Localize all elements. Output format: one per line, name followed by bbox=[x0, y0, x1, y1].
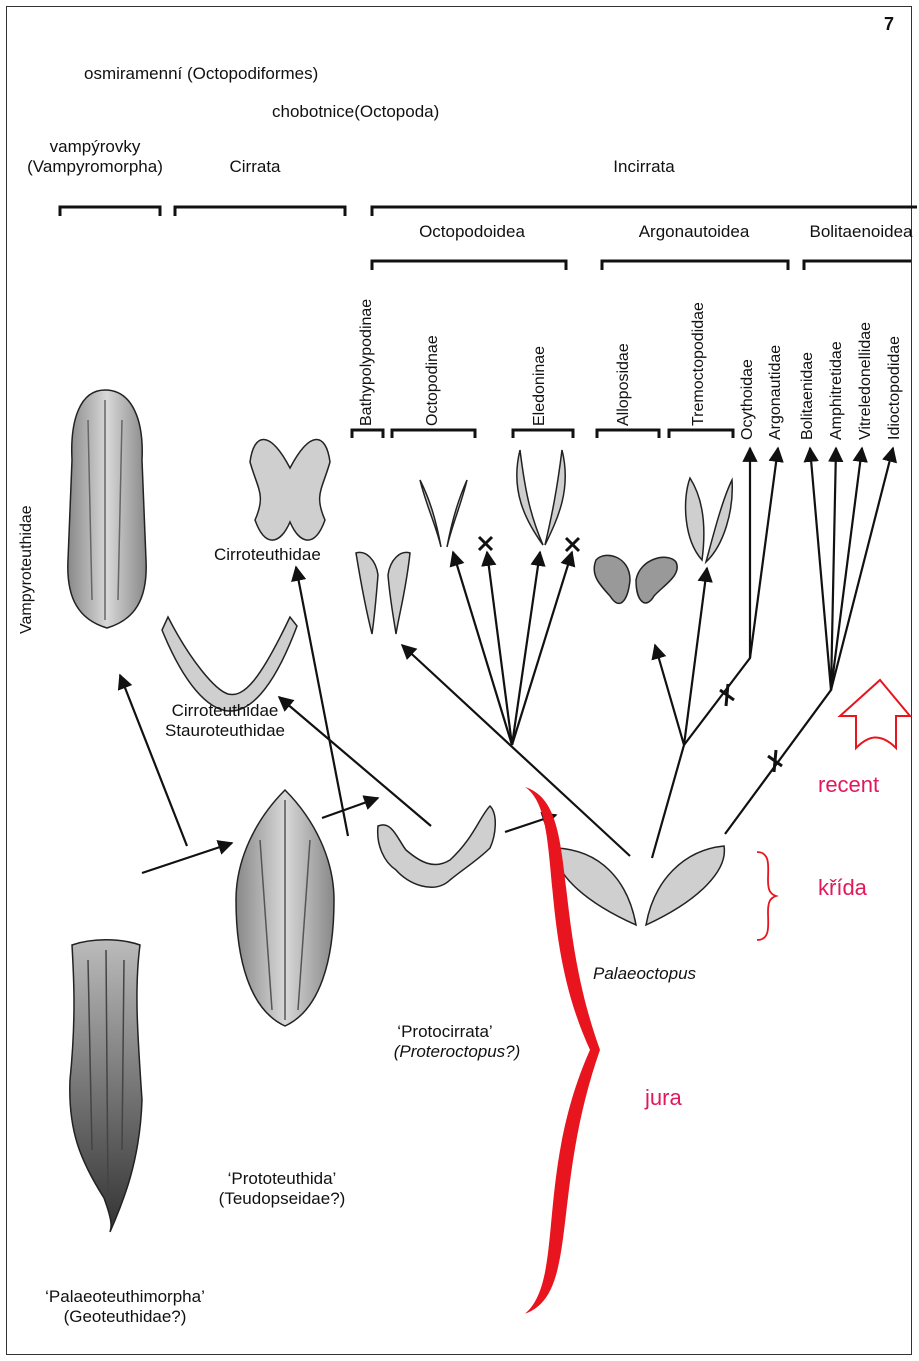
bracket-tremoctopodidae bbox=[669, 430, 733, 438]
fossil-palaeoctopus bbox=[556, 846, 725, 925]
tree-branches bbox=[120, 448, 893, 873]
bracket-cirrata bbox=[175, 207, 345, 216]
bracket-alloposidae bbox=[597, 430, 659, 438]
vampyromorpha-label-2: (Vampyromorpha) bbox=[27, 157, 163, 177]
brace-kreda bbox=[757, 852, 776, 940]
fossil-label-cirroteuthidae: Cirroteuthidae bbox=[214, 545, 321, 565]
family-alloposidae: Alloposidae bbox=[615, 343, 633, 426]
fossil-label-palaeoctopus: Palaeoctopus bbox=[593, 964, 696, 984]
fossil-label-geoteuthidae: (Geoteuthidae?) bbox=[64, 1307, 187, 1327]
family-argonautidae: Argonautidae bbox=[767, 345, 785, 440]
family-amphitretidae: Amphitretidae bbox=[828, 341, 846, 440]
fossil-alloposidae bbox=[594, 555, 677, 603]
fossil-cirroteuthidae-stauroteuthidae bbox=[162, 617, 297, 711]
fossil-tremoctopodidae bbox=[686, 478, 733, 562]
octopodoidea-label: Octopodoidea bbox=[419, 222, 525, 242]
fossil-label-teudopseidae: (Teudopseidae?) bbox=[219, 1189, 346, 1209]
fossil-prototeuthida bbox=[236, 790, 334, 1026]
fossil-label-protocirrata: ‘Protocirrata’ bbox=[397, 1022, 492, 1042]
page-number: 7 bbox=[884, 14, 894, 36]
argonautoidea-label: Argonautoidea bbox=[639, 222, 750, 242]
fossil-label-cirroteuthidae-2: Cirroteuthidae bbox=[172, 701, 279, 721]
fossil-cirroteuthidae bbox=[250, 439, 330, 540]
cirrata-label: Cirrata bbox=[229, 157, 280, 177]
family-eledoninae: Eledoninae bbox=[531, 346, 549, 426]
family-vampyroteuthidae: Vampyroteuthidae bbox=[18, 505, 36, 634]
recent-arrow bbox=[840, 680, 910, 748]
fossil-palaeoteuthimorpha bbox=[70, 940, 142, 1232]
vampyromorpha-label-1: vampýrovky bbox=[50, 137, 141, 157]
bolitaenoidea-label: Bolitaenoidea bbox=[809, 222, 912, 242]
octopodiformes-label: osmiramenní (Octopodiformes) bbox=[84, 64, 318, 84]
period-jura: jura bbox=[645, 1085, 682, 1111]
family-ocythoidae: Ocythoidae bbox=[739, 359, 757, 440]
bracket-argonautoidea bbox=[602, 261, 788, 270]
family-bathypolypodinae: Bathypolypodinae bbox=[358, 299, 376, 426]
bracket-bolitaenoidea bbox=[804, 261, 911, 270]
octopoda-label: chobotnice(Octopoda) bbox=[272, 102, 439, 122]
bracket-vampyromorpha bbox=[60, 207, 160, 216]
incirrata-label: Incirrata bbox=[613, 157, 674, 177]
period-krida: křída bbox=[818, 875, 867, 901]
bracket-octopodinae bbox=[392, 430, 475, 438]
fossil-protocirrata bbox=[378, 806, 496, 887]
bracket-eledoninae bbox=[513, 430, 573, 438]
family-idioctopodidae: Idioctopodidae bbox=[886, 336, 904, 440]
fossil-label-stauroteuthidae: Stauroteuthidae bbox=[165, 721, 285, 741]
fossil-label-proteroctopus: (Proteroctopus?) bbox=[394, 1042, 521, 1062]
bracket-octopodoidea bbox=[372, 261, 566, 270]
fossil-label-prototeuthida: ‘Prototeuthida’ bbox=[228, 1169, 337, 1189]
fossil-octopodinae bbox=[420, 480, 467, 547]
fossil-label-palaeoteuthimorpha: ‘Palaeoteuthimorpha’ bbox=[45, 1287, 205, 1307]
fossil-eledoninae bbox=[517, 450, 565, 545]
bracket-incirrata bbox=[372, 207, 917, 216]
family-vitreledonellidae: Vitreledonellidae bbox=[857, 322, 875, 440]
family-bolitaenidae: Bolitaenidae bbox=[799, 352, 817, 440]
family-octopodinae: Octopodinae bbox=[424, 335, 442, 426]
fossil-vampyroteuthidae bbox=[68, 390, 146, 628]
fossil-bathypolypodinae bbox=[356, 552, 410, 634]
family-tremoctopodidae: Tremoctopodidae bbox=[690, 302, 708, 426]
bracket-bathypolypodinae bbox=[352, 430, 383, 438]
period-recent: recent bbox=[818, 772, 879, 798]
